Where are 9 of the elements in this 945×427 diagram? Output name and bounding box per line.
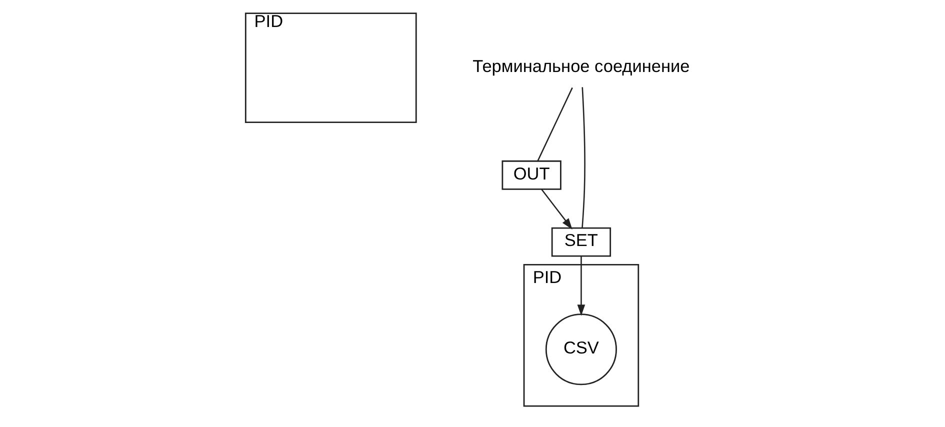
arrow <box>541 188 572 229</box>
node-box: PID <box>244 12 417 122</box>
node-box: SET <box>551 226 612 256</box>
node-text: Терминальное соединение <box>472 55 690 76</box>
node-circle: CSV <box>545 313 617 385</box>
node-box: OUT <box>502 160 562 190</box>
arrow <box>577 256 586 316</box>
connector <box>582 86 586 228</box>
connector <box>537 86 573 161</box>
